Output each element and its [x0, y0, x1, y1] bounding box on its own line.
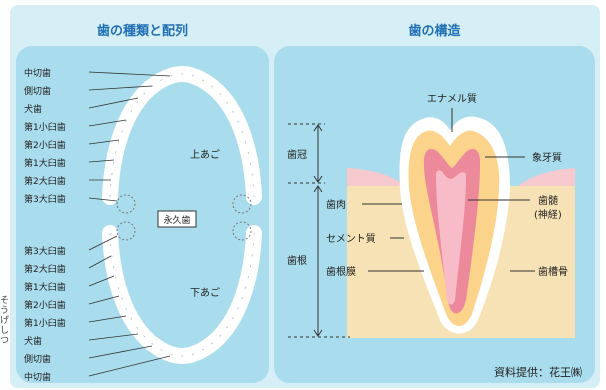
dentin-label: 象牙質 [532, 151, 562, 164]
pulp-sub-label: (神経) [534, 208, 562, 221]
gum-right [518, 168, 575, 186]
credit-text: 資料提供：花王㈱ [494, 365, 582, 379]
alveolar-bone-label: 歯槽骨 [538, 265, 568, 278]
enamel-label: エナメル質 [427, 92, 477, 105]
cementum-label: セメント質 [326, 232, 376, 245]
ligament-label: 歯根膜 [326, 265, 356, 278]
crown-label: 歯冠 [287, 148, 307, 161]
root-label: 歯根 [287, 254, 307, 267]
gum-label: 歯肉 [326, 198, 346, 211]
gum-left [347, 168, 405, 186]
pulp-label: 歯髄 [538, 194, 558, 207]
